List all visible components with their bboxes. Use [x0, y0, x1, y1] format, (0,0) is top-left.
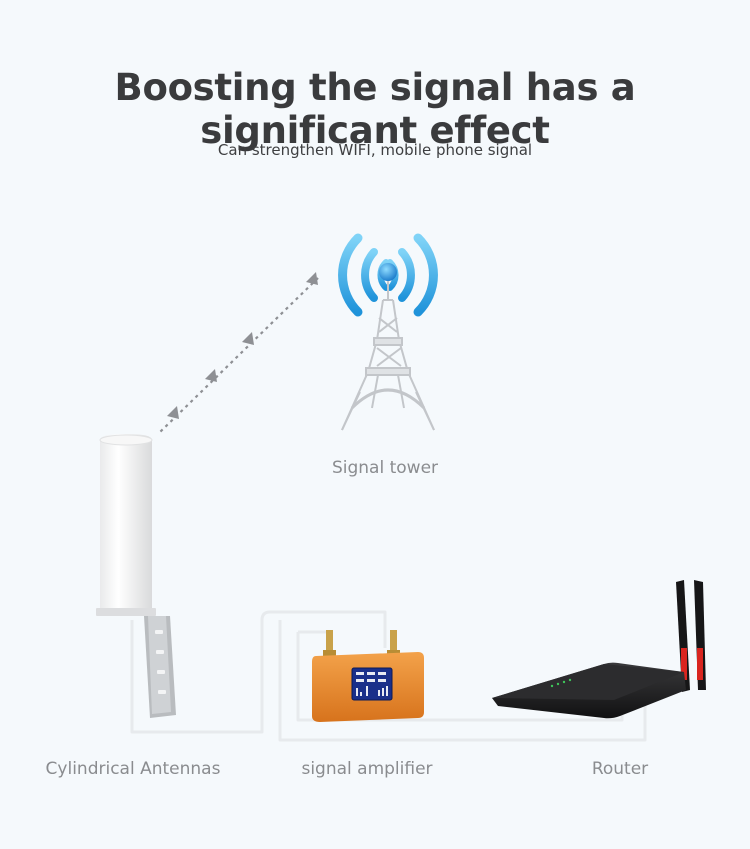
signal-tower-icon	[338, 233, 438, 431]
amplifier-screen-readout	[356, 672, 388, 696]
signal-amplifier-icon	[312, 630, 424, 722]
page-title: Boosting the signal has a significant ef…	[114, 66, 636, 152]
label-signal-amplifier: signal amplifier	[301, 759, 433, 779]
signal-path-dashed	[159, 272, 319, 433]
page-subtitle: Can strengthen WIFI, mobile phone signal	[217, 141, 533, 159]
label-cylindrical-antennas: Cylindrical Antennas	[45, 759, 221, 779]
router-status-leds	[550, 678, 572, 688]
signal-arrow-head	[167, 406, 179, 419]
signal-arrow-head	[242, 332, 254, 345]
label-router: Router	[591, 759, 649, 779]
cylindrical-antenna-icon	[96, 434, 176, 718]
label-signal-tower: Signal tower	[331, 458, 439, 478]
signal-arrow-head	[306, 272, 318, 285]
router-icon	[492, 580, 706, 719]
signal-arrow-head	[205, 369, 217, 382]
bracket-holes	[155, 630, 166, 694]
